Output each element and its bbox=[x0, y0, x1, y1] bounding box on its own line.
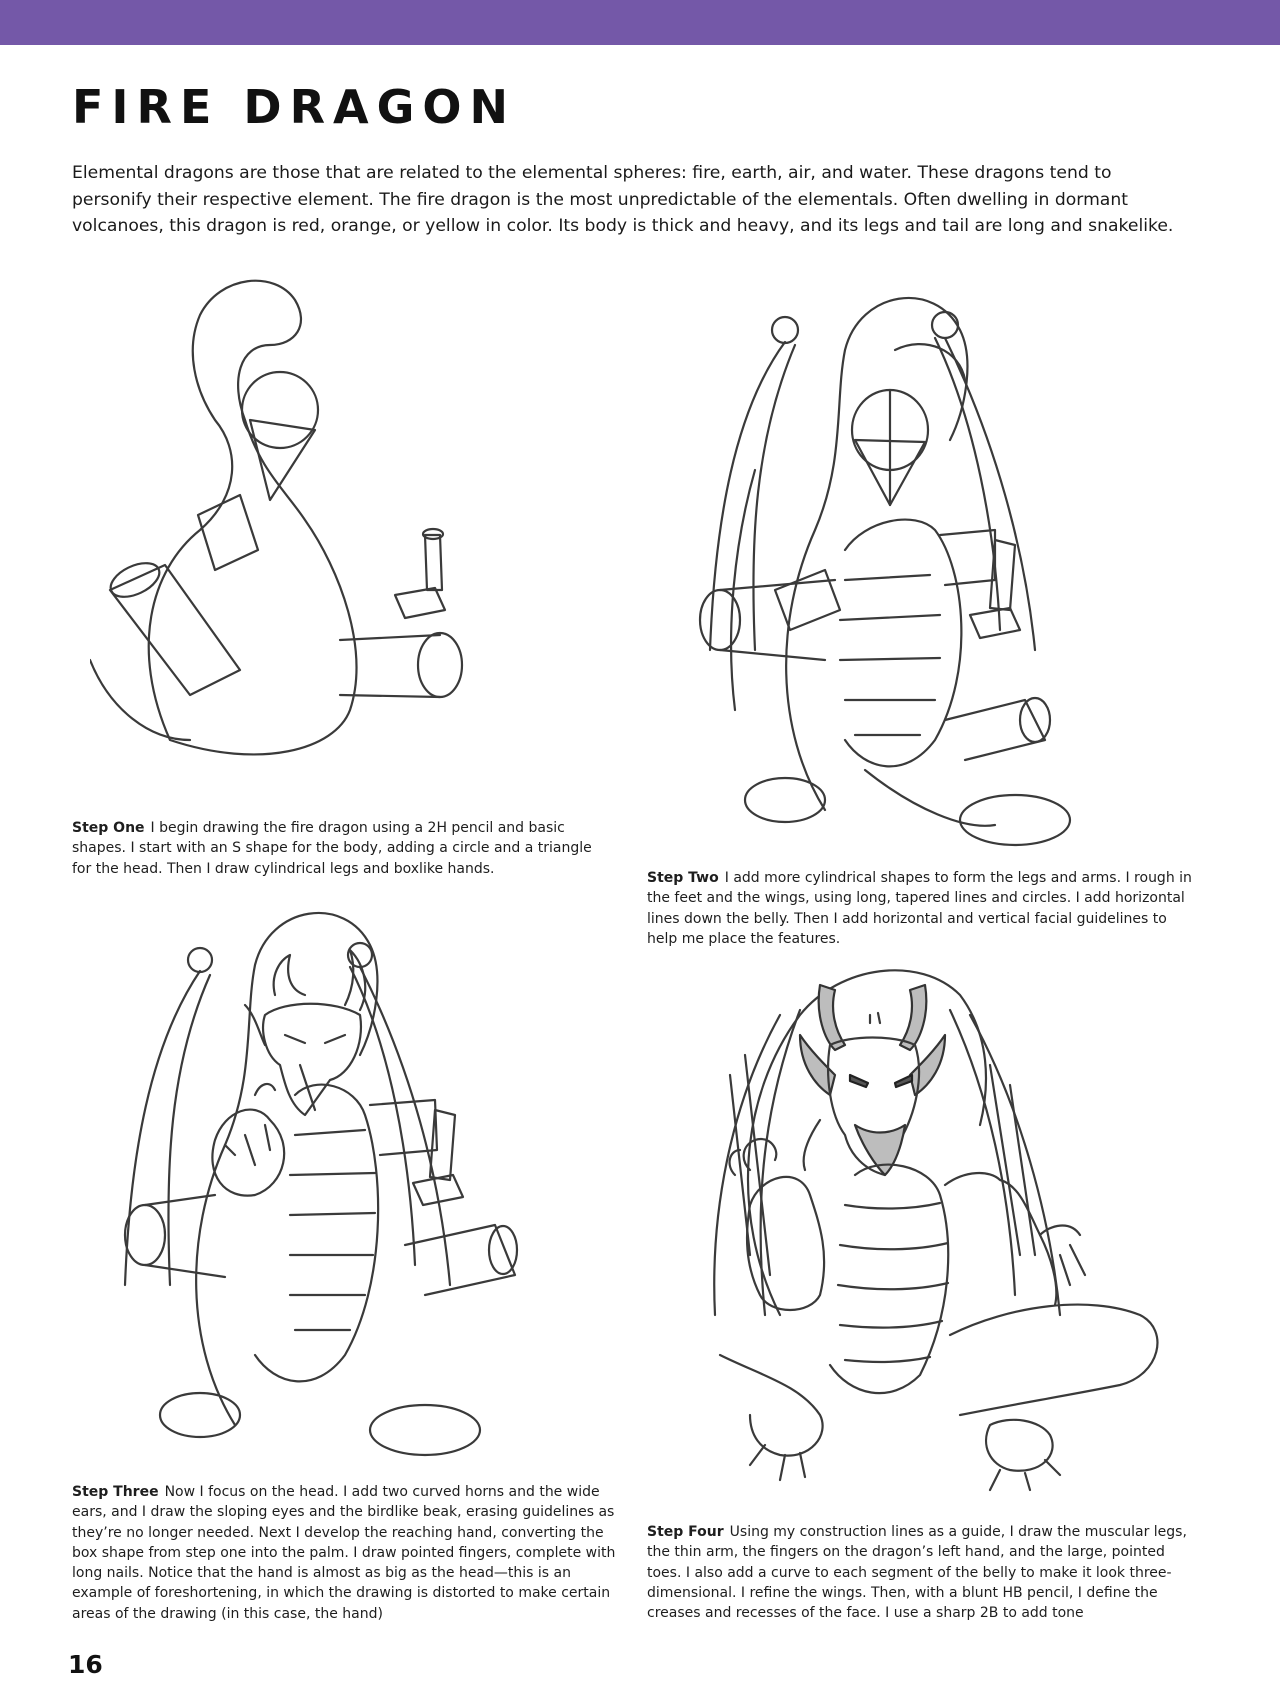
step-two-label: Step Two bbox=[647, 870, 719, 886]
step-four-illustration bbox=[690, 955, 1190, 1495]
step-two-illustration bbox=[695, 290, 1185, 870]
step-one-text: I begin drawing the fire dragon using a … bbox=[72, 820, 592, 877]
step-four-text: Using my construction lines as a guide, … bbox=[647, 1524, 1187, 1622]
header-color-band bbox=[0, 0, 1280, 45]
page-number: 16 bbox=[68, 1650, 103, 1679]
step-four-label: Step Four bbox=[647, 1524, 724, 1540]
step-two-text: I add more cylindrical shapes to form th… bbox=[647, 870, 1192, 947]
step-three-label: Step Three bbox=[72, 1484, 159, 1500]
step-one-label: Step One bbox=[72, 820, 145, 836]
page-title: FIRE DRAGON bbox=[72, 80, 516, 134]
step-one-illustration bbox=[90, 270, 530, 800]
intro-paragraph: Elemental dragons are those that are rel… bbox=[72, 163, 1174, 236]
step-three-text: Now I focus on the head. I add two curve… bbox=[72, 1484, 616, 1622]
step-three-illustration bbox=[105, 905, 595, 1475]
